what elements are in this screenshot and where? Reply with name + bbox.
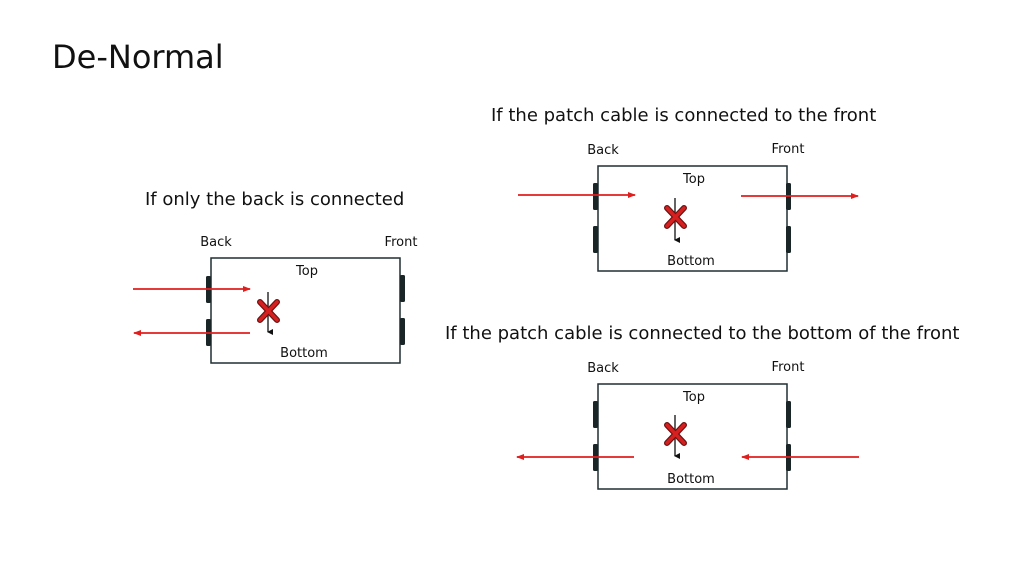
back-top-port <box>593 401 598 428</box>
diagram-3-caption: If the patch cable is connected to the b… <box>445 323 960 344</box>
device-box <box>210 257 401 364</box>
front-bottom-port <box>400 318 405 345</box>
diagram-1 <box>133 257 405 364</box>
diagram-1-back-label: Back <box>200 235 232 250</box>
front-top-port <box>400 275 405 302</box>
front-top-port <box>786 401 791 428</box>
diagram-1-caption: If only the back is connected <box>145 189 405 210</box>
slide-title: De-Normal <box>52 38 224 76</box>
front-bottom-port <box>786 226 791 253</box>
device-box <box>597 165 788 272</box>
diagram-1-top-label: Top <box>296 264 318 279</box>
diagram-3-back-label: Back <box>587 361 619 376</box>
diagram-2-front-label: Front <box>771 142 805 157</box>
diagram-2 <box>518 165 859 272</box>
back-top-port <box>593 183 598 210</box>
back-bottom-port <box>593 226 598 253</box>
diagram-1-bottom-label: Bottom <box>280 346 328 361</box>
diagram-2-top-label: Top <box>683 172 705 187</box>
diagram-2-caption: If the patch cable is connected to the f… <box>491 105 877 126</box>
diagram-3-front-label: Front <box>771 360 805 375</box>
diagram-2-back-label: Back <box>587 143 619 158</box>
blocked-x-icon <box>664 205 687 229</box>
device-box <box>597 383 788 490</box>
blocked-x-icon <box>664 422 687 446</box>
diagram-3 <box>516 383 859 490</box>
diagram-3-bottom-label: Bottom <box>667 472 715 487</box>
diagram-1-front-label: Front <box>384 235 418 250</box>
diagram-3-top-label: Top <box>683 390 705 405</box>
diagram-2-bottom-label: Bottom <box>667 254 715 269</box>
blocked-x-icon <box>257 299 280 323</box>
